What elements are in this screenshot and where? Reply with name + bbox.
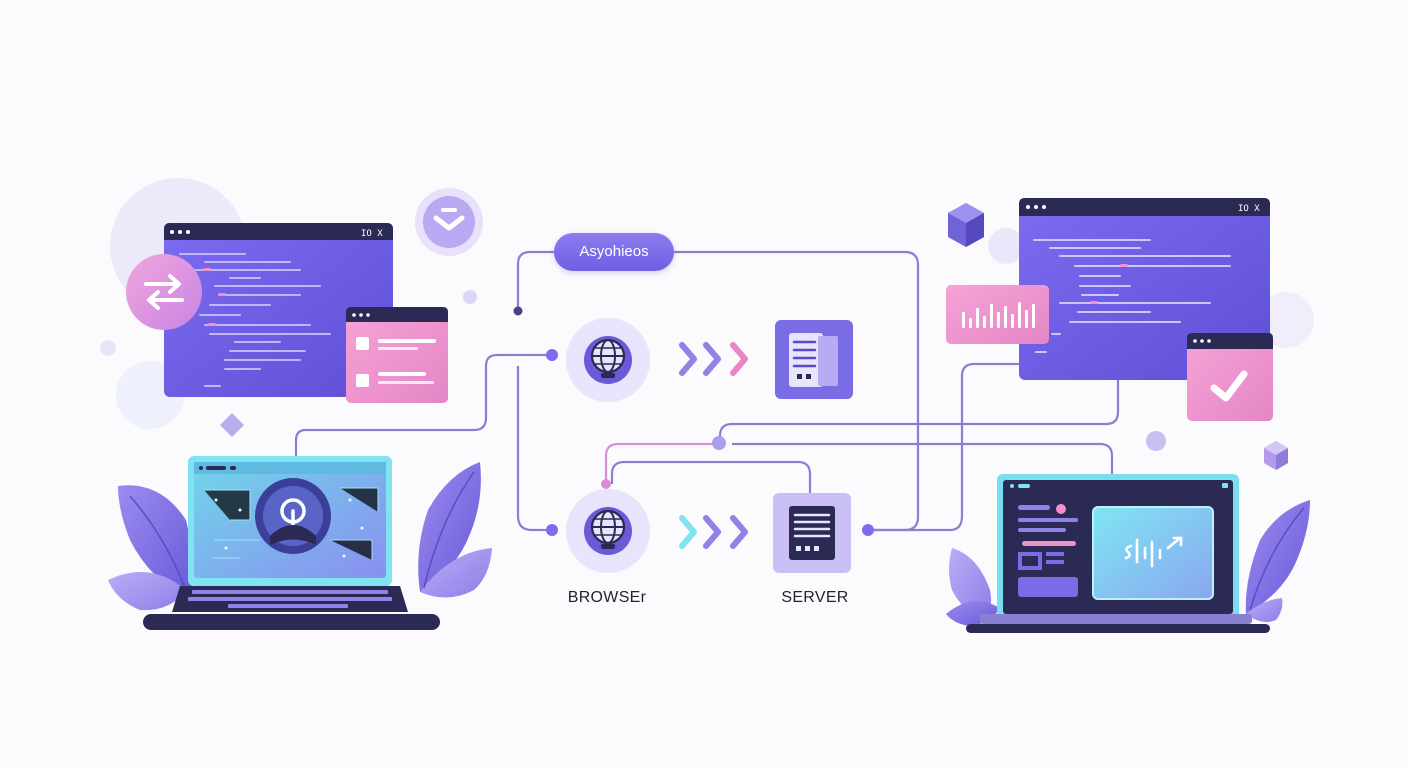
cube-icon: [948, 203, 984, 247]
server-caption: SERVER: [781, 589, 849, 606]
connector-lines-pink: [604, 442, 718, 484]
svg-text:IO X: IO X: [361, 229, 383, 239]
small-cube-icon: [1264, 441, 1288, 470]
connector-branch-to-bottom-browser: [516, 366, 552, 532]
checklist-window: [346, 307, 448, 403]
connector-laptop-to-browser: [294, 353, 552, 456]
svg-text:IO X: IO X: [1238, 204, 1260, 214]
connector-pill-to-left: [516, 250, 554, 311]
connector-window-to-mid: [718, 380, 1120, 442]
browser-node-bottom[interactable]: [566, 489, 650, 573]
server-node-bottom[interactable]: [773, 493, 851, 573]
connector-lines: [294, 250, 1120, 532]
logo-badge-icon: [415, 188, 483, 256]
browser-node-top[interactable]: [566, 318, 650, 402]
leaf-plants-left: [108, 462, 492, 611]
laptop-left: [108, 456, 492, 630]
server-node-top[interactable]: [775, 320, 853, 399]
async-flow-label: Asyohieos: [554, 233, 674, 271]
connector-to-bottom-server: [610, 460, 812, 494]
browser-caption: BROWSEr: [567, 589, 647, 606]
swap-arrows-icon: [126, 254, 202, 330]
laptop-right: [946, 474, 1310, 633]
bar-chart-card: [946, 285, 1049, 344]
connector-right-laptop: [732, 442, 1114, 474]
check-window: [1187, 333, 1273, 421]
leaf-plants-right: [946, 500, 1310, 626]
chevron-arrows-bottom: [679, 515, 748, 549]
connector-window-left: [869, 362, 1020, 532]
diamond-icon: [220, 413, 244, 437]
chevron-arrows-top: [679, 342, 748, 376]
code-window-left: IO X: [164, 223, 393, 397]
connector-dots: [513, 306, 874, 536]
